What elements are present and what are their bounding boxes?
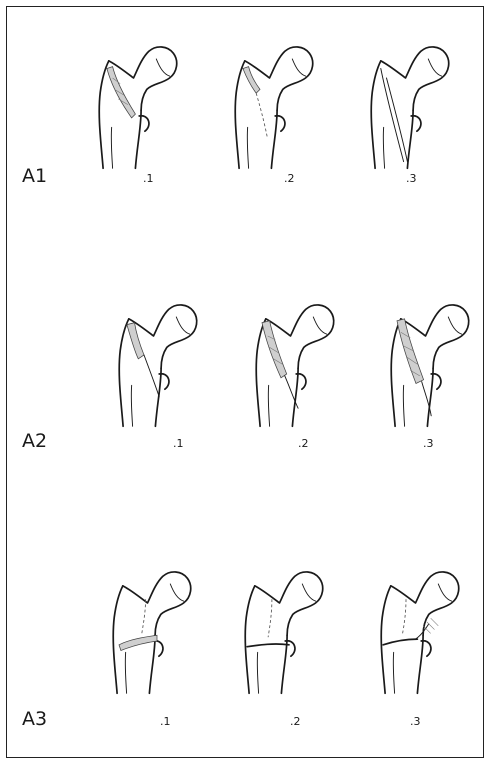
group-label-a1: A1 [22, 165, 47, 187]
sublabel-a3-3: .3 [410, 715, 421, 728]
diagram-a3-3 [381, 572, 458, 693]
diagram-a3-1 [113, 572, 190, 693]
diagram-a1-3 [371, 47, 448, 168]
diagram-a1-1 [99, 47, 176, 168]
sublabel-a2-2: .2 [298, 437, 309, 450]
sublabel-a2-3: .3 [423, 437, 434, 450]
diagram-a2-1 [119, 305, 196, 426]
sublabel-a2-1: .1 [173, 437, 184, 450]
diagram-a2-2 [256, 305, 333, 426]
sublabel-a3-1: .1 [160, 715, 171, 728]
diagram-a1-2 [235, 47, 312, 168]
group-label-a3: A3 [22, 708, 47, 730]
sublabel-a1-3: .3 [406, 172, 417, 185]
sublabel-a3-2: .2 [290, 715, 301, 728]
sublabel-a1-2: .2 [284, 172, 295, 185]
group-label-a2: A2 [22, 430, 47, 452]
diagram-a3-2 [245, 572, 322, 693]
sublabel-a1-1: .1 [143, 172, 154, 185]
diagram-a2-3 [391, 305, 468, 426]
